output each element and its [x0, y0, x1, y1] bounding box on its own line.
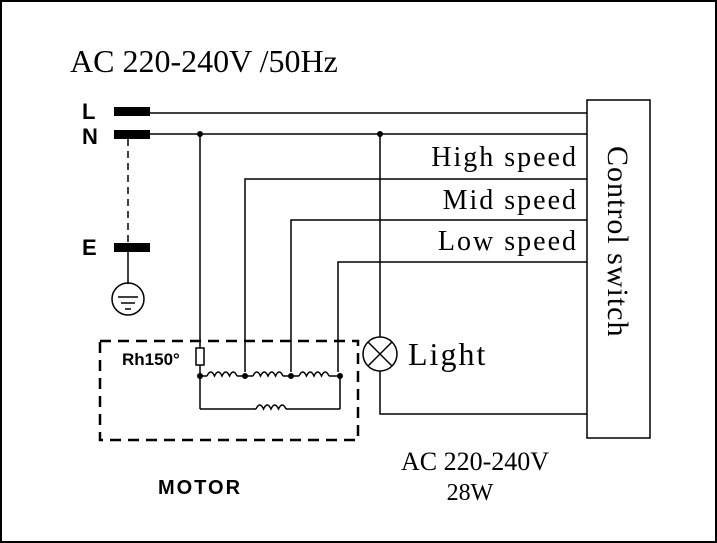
terminal-neutral-bar [114, 130, 150, 139]
motor-enclosure [98, 339, 360, 442]
ground-icon [111, 252, 145, 316]
junction-dot [242, 373, 248, 379]
high-speed-label: High speed [431, 142, 578, 173]
mid-speed-wire [290, 219, 587, 372]
low-speed-wire [337, 261, 587, 372]
control-switch-box [586, 99, 651, 439]
light-power-rating: 28W [447, 480, 494, 506]
light-voltage-rating: AC 220-240V [401, 447, 549, 476]
thermal-fuse-label: Rh150° [122, 350, 180, 369]
terminal-neutral-label: N [82, 124, 98, 149]
light-label: Light [408, 336, 487, 372]
terminal-earth-bar [114, 243, 150, 252]
supply-label: AC 220-240V /50Hz [70, 43, 338, 79]
terminal-live-bar [114, 107, 150, 116]
lamp-icon [362, 336, 398, 372]
junction-dot [288, 373, 294, 379]
terminal-earth-label: E [82, 235, 97, 260]
mid-speed-label: Mid speed [443, 185, 578, 216]
junction-dot [197, 373, 203, 379]
control-switch-label: Control switch [601, 146, 634, 338]
low-speed-label: Low speed [438, 226, 578, 257]
motor-label: MOTOR [158, 477, 242, 499]
terminal-live-label: L [82, 99, 95, 124]
high-speed-wire [244, 178, 587, 372]
thermal-fuse [195, 347, 205, 366]
motor-run-winding [200, 404, 340, 411]
light-return-wire [379, 371, 587, 415]
motor-winding-coils [200, 371, 340, 378]
